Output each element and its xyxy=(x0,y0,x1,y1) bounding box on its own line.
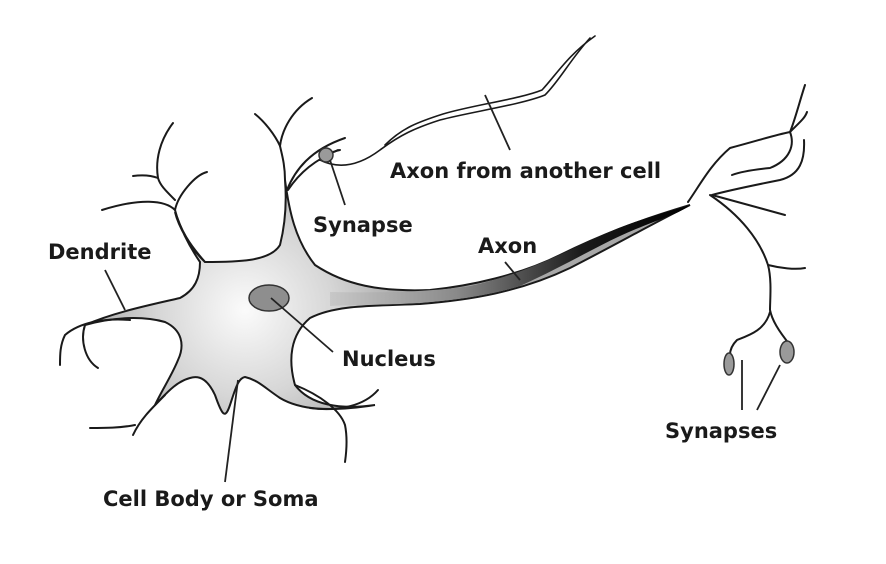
synapse-knob xyxy=(723,352,735,376)
dendrites xyxy=(59,97,379,463)
cell-body xyxy=(84,179,691,415)
nucleus xyxy=(248,284,290,312)
label-axon-from-another-cell: Axon from another cell xyxy=(390,159,661,183)
label-dendrite: Dendrite xyxy=(48,240,152,264)
label-cell-body: Cell Body or Soma xyxy=(103,487,319,511)
leader-lines xyxy=(104,94,781,483)
label-synapses: Synapses xyxy=(665,419,777,443)
synapse-knob xyxy=(318,147,334,163)
axon-shape xyxy=(330,205,690,306)
axon-terminals xyxy=(687,84,808,356)
label-nucleus: Nucleus xyxy=(342,347,436,371)
label-synapse: Synapse xyxy=(313,213,413,237)
label-axon: Axon xyxy=(478,234,537,258)
synapse-knob xyxy=(779,340,795,364)
